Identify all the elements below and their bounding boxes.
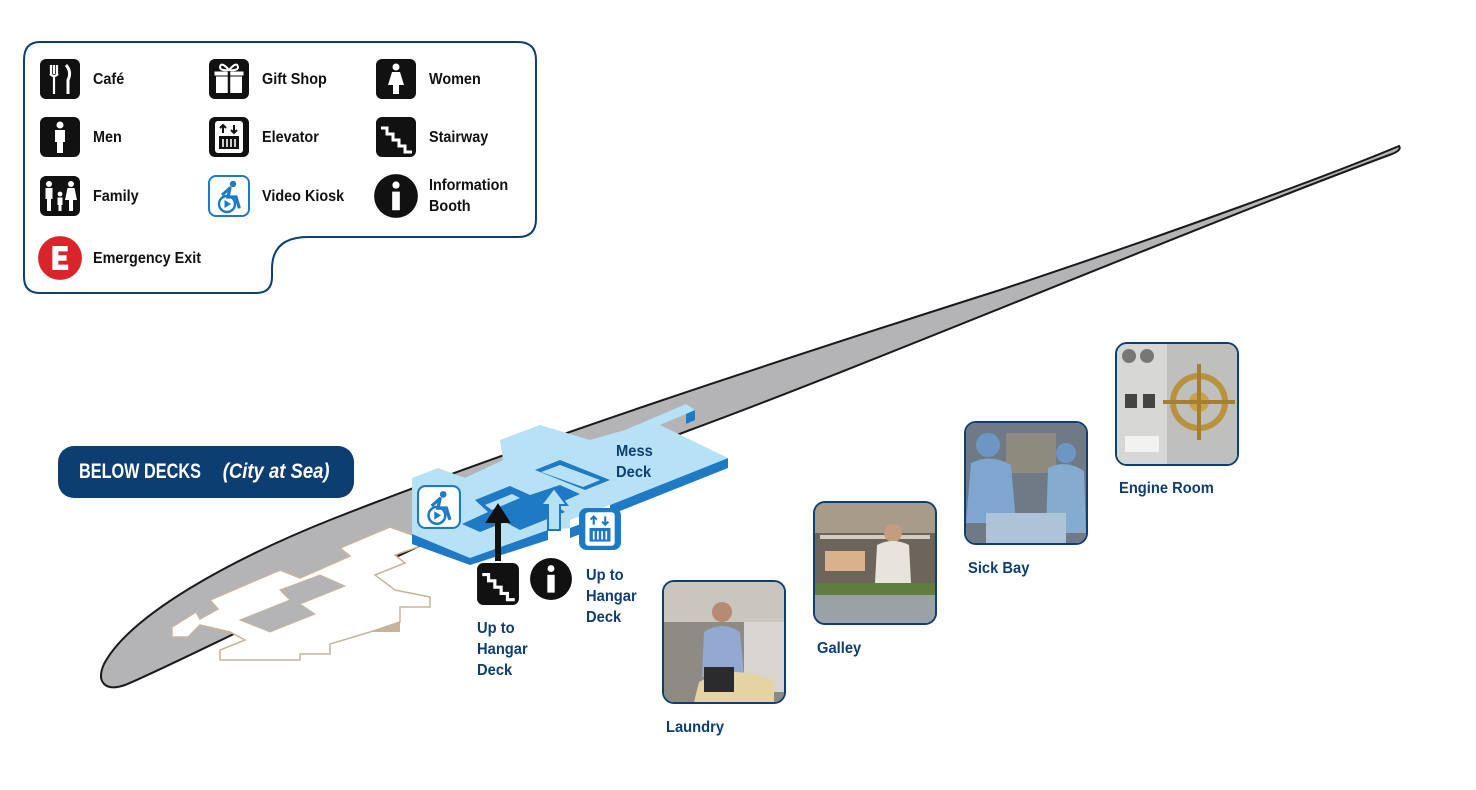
legend-item-stairway: Stairway [375,116,495,158]
engine-room-label: Engine Room [1119,480,1214,497]
legend-label: Video Kiosk [262,187,345,205]
legend-label: Emergency Exit [93,249,202,267]
legend-label: Women [429,70,481,88]
legend-label: Café [93,70,125,88]
information-icon [374,174,418,218]
gift-icon [209,59,249,99]
legend-label: Stairway [429,128,489,146]
stairway-icon [477,563,519,605]
emergency-exit-icon [38,236,82,280]
legend-item-information-booth: Information Booth [373,173,519,219]
legend-item-gift-shop: Gift Shop [208,58,334,100]
legend-item-women: Women [375,58,486,100]
legend-label: Information Booth [429,177,509,215]
elevator-destination-label: Up to Hangar Deck [586,567,637,626]
galley-label: Galley [817,640,862,657]
sick-bay-label: Sick Bay [968,560,1030,577]
banner-subtitle: (City at Sea) [222,460,330,483]
legend-item-video-kiosk: Video Kiosk [208,175,353,217]
stair-destination-label: Up to Hangar Deck [477,620,528,679]
stairway-icon [376,117,416,157]
information-icon [530,558,572,600]
men-icon [40,117,80,157]
aft-compartments [171,526,431,661]
elevator-up-arrow [538,486,570,531]
legend-label: Family [93,187,139,205]
legend-item-emergency-exit: Emergency Exit [37,235,213,281]
legend-item-cafe: Café [39,58,128,100]
accessible-video-icon [208,175,250,217]
fork-knife-icon [40,59,80,99]
legend: Café Gift Shop Women Men [22,41,538,295]
stair-up-arrow [485,503,511,561]
elevator-icon [209,117,249,157]
laundry-photo [662,580,786,704]
accessible-video-icon [417,485,461,529]
family-icon [40,176,80,216]
section-title-banner: BELOW DECKS (City at Sea) [58,446,354,498]
laundry-label: Laundry [666,719,725,736]
mess-deck-label: Mess Deck [616,443,653,481]
galley-photo [813,501,937,625]
women-icon [376,59,416,99]
legend-item-family: Family [39,175,144,217]
legend-item-men: Men [39,116,125,158]
elevator-icon [579,508,621,550]
legend-item-elevator: Elevator [208,116,325,158]
legend-label: Gift Shop [262,70,327,88]
sick-bay-photo [964,421,1088,545]
engine-room-photo [1115,342,1239,466]
banner-title: BELOW DECKS [79,460,201,483]
legend-label: Elevator [262,128,319,146]
legend-label: Men [93,128,122,146]
